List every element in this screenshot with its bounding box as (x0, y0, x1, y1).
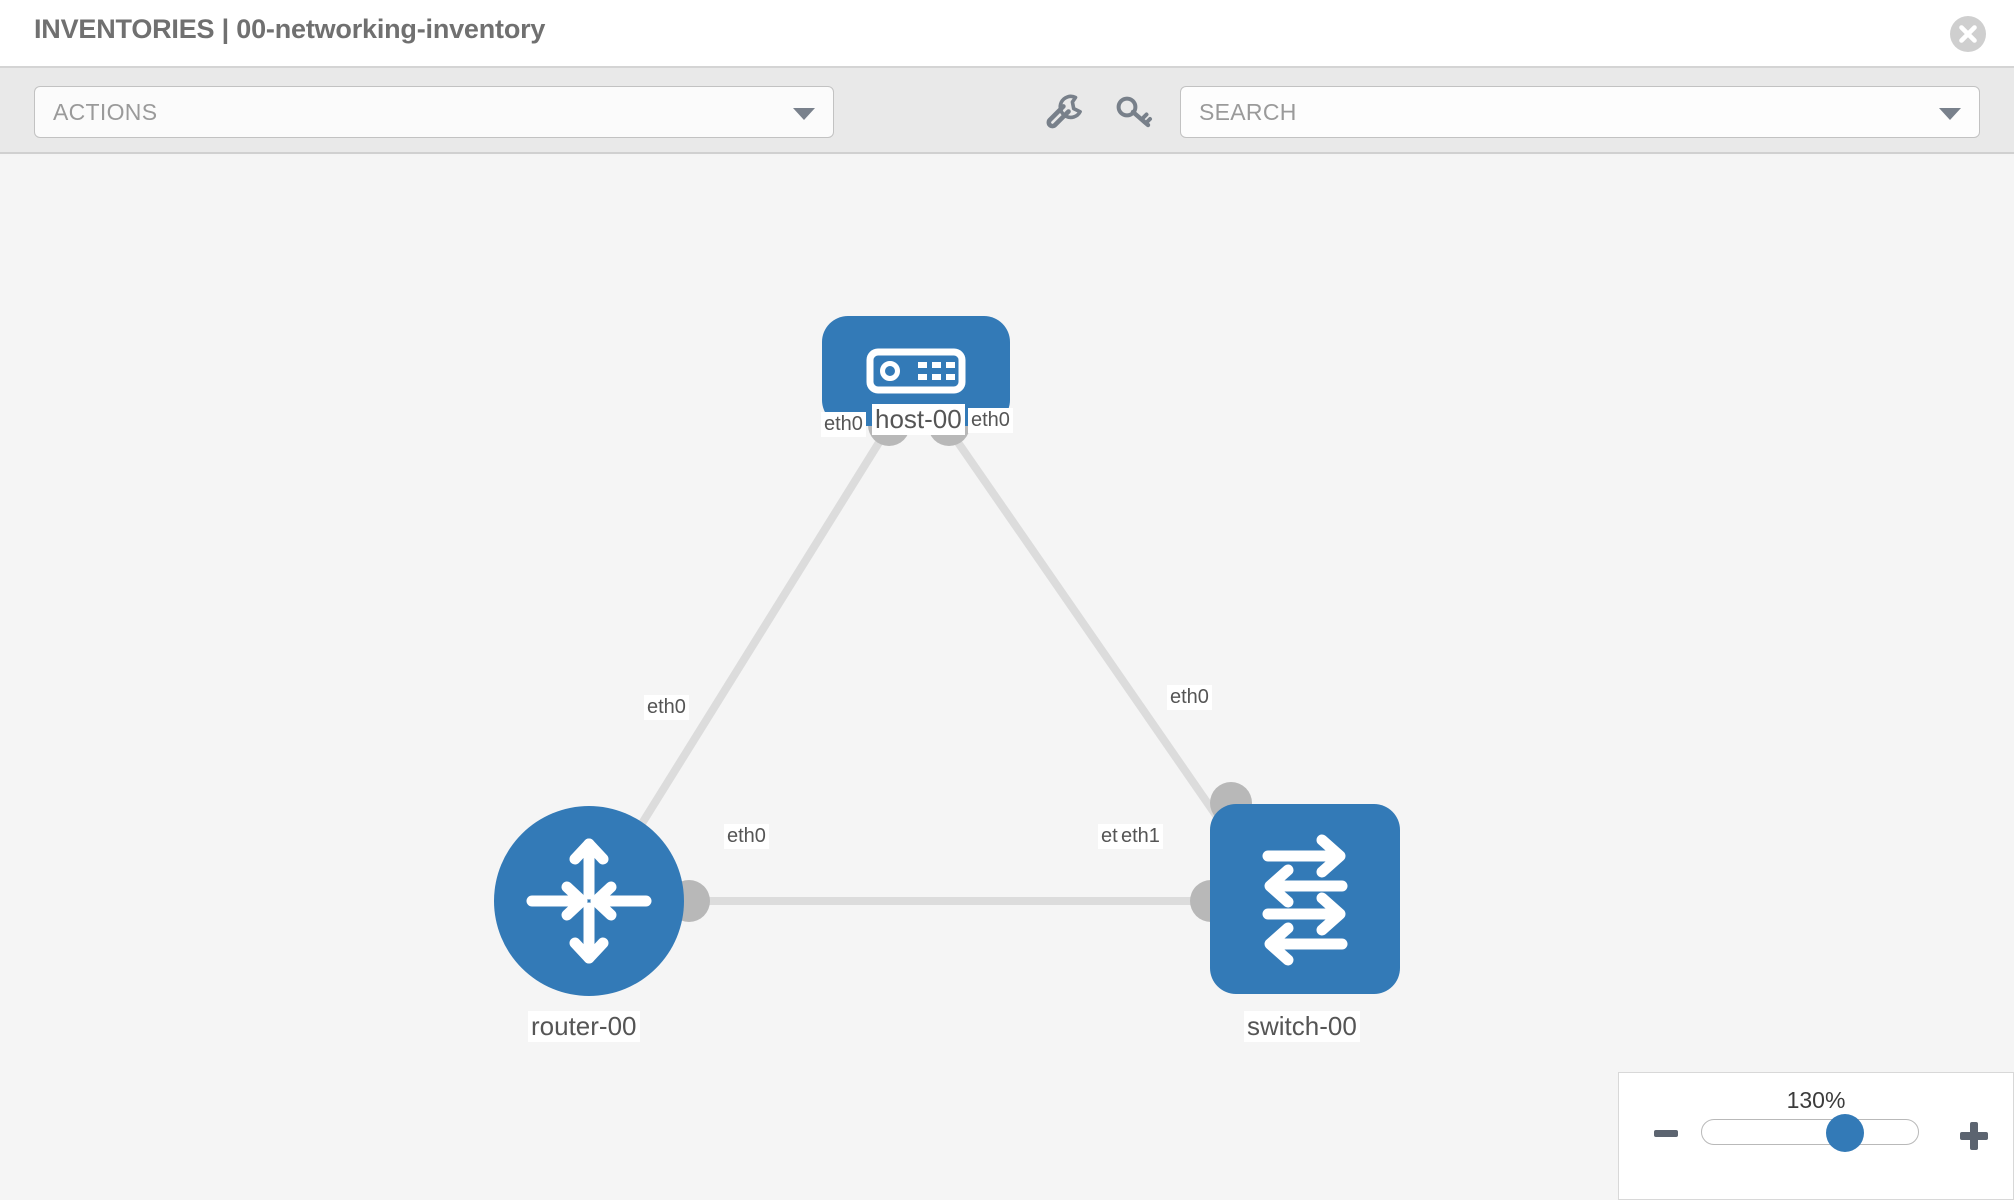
edge-label-router-right: eth0 (724, 824, 769, 849)
actions-dropdown[interactable]: ACTIONS (34, 86, 834, 138)
topology-canvas[interactable]: host-00 router-00 switch-00 eth0 eth0 et… (0, 156, 2014, 1200)
page-title: INVENTORIES | 00-networking-inventory (34, 14, 546, 44)
actions-dropdown-label: ACTIONS (53, 99, 158, 125)
chevron-down-icon (1939, 108, 1961, 120)
edge-label-switch-up: eth0 (1167, 685, 1212, 710)
node-label-switch-00: switch-00 (1244, 1011, 1360, 1042)
node-router-00[interactable] (494, 806, 684, 996)
zoom-level-label: 130% (1786, 1087, 1846, 1113)
zoom-slider-thumb[interactable] (1826, 1114, 1864, 1152)
search-placeholder: SEARCH (1199, 99, 1297, 125)
minus-icon[interactable] (1653, 1121, 1679, 1147)
node-label-host-00: host-00 (872, 404, 965, 435)
toolbar: ACTIONS SEARCH (0, 68, 2014, 154)
chevron-down-icon (793, 108, 815, 120)
plus-icon[interactable] (1959, 1121, 1989, 1151)
edge-label-host-left: eth0 (821, 412, 866, 437)
key-icon[interactable] (1112, 90, 1156, 134)
search-input[interactable]: SEARCH (1180, 86, 1980, 138)
wrench-icon[interactable] (1044, 90, 1088, 134)
edge-label-router-up: eth0 (644, 695, 689, 720)
zoom-control-panel: 130% (1618, 1072, 2014, 1200)
node-switch-00[interactable] (1210, 804, 1400, 994)
zoom-slider[interactable] (1701, 1114, 1919, 1152)
close-icon[interactable] (1950, 16, 1986, 52)
node-label-router-00: router-00 (528, 1011, 640, 1042)
edge-label-switch-left-eth1: eth1 (1118, 824, 1163, 849)
page-header: INVENTORIES | 00-networking-inventory (0, 0, 2014, 68)
edge-label-host-right: eth0 (968, 408, 1013, 433)
topology-edges (596, 425, 1262, 905)
